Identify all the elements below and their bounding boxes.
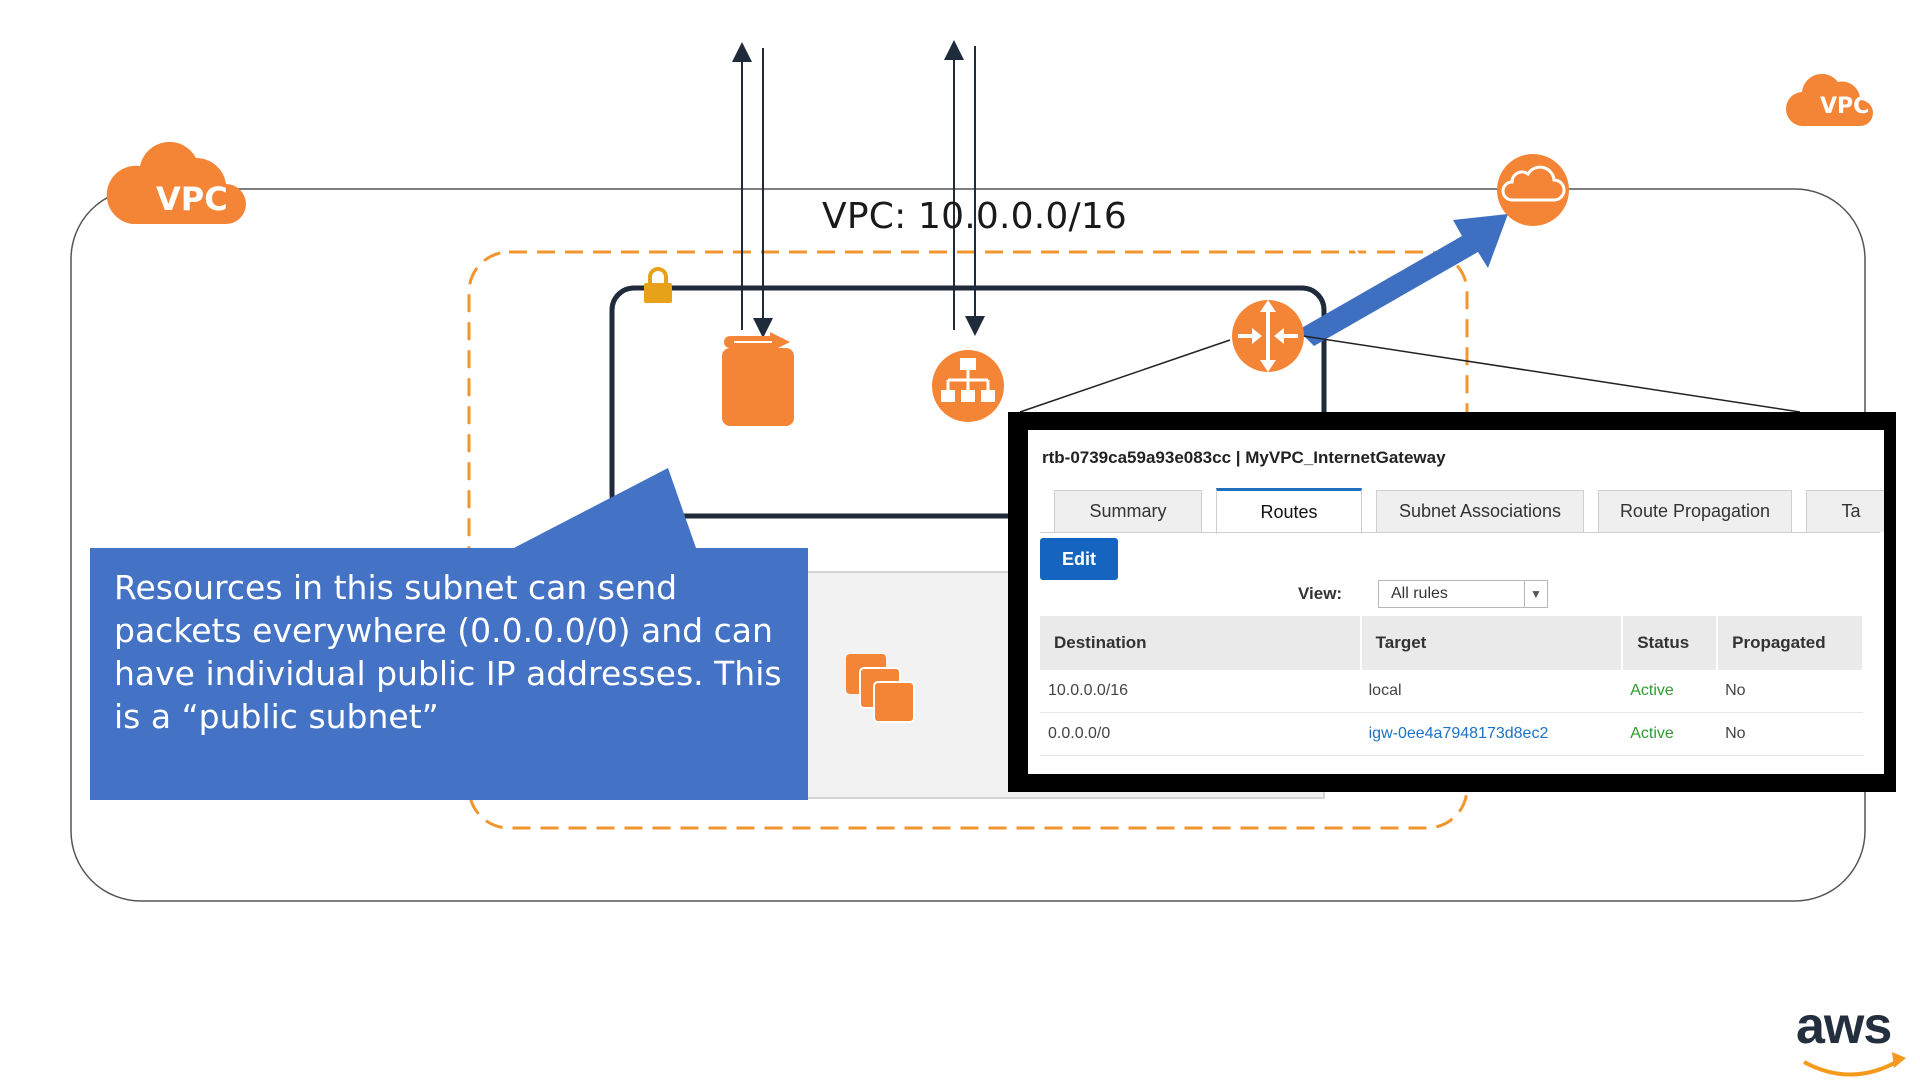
route-table-title: rtb-0739ca59a93e083cc | MyVPC_InternetGa… (1042, 448, 1446, 467)
row-propagated: No (1717, 712, 1863, 756)
route-arrow (1298, 214, 1508, 346)
table-row: 10.0.0.0/16 local Active No (1040, 670, 1863, 713)
tab-summary[interactable]: Summary (1054, 490, 1202, 532)
public-subnet-box (609, 285, 1327, 519)
column-header-status[interactable]: Status (1622, 616, 1719, 670)
column-header-destination[interactable]: Destination (1040, 616, 1362, 670)
chevron-down-icon: ▼ (1524, 581, 1547, 607)
routes-table: Destination Target Status Propagated 10.… (1040, 616, 1864, 756)
table-header-row: Destination Target Status Propagated (1040, 616, 1864, 670)
router-icon (1232, 300, 1304, 372)
view-label: View: (1298, 584, 1343, 603)
internet-gateway-icon (1497, 154, 1569, 226)
row-propagated: No (1717, 670, 1863, 713)
table-row: 0.0.0.0/0 igw-0ee4a7948173d8ec2 Active N… (1040, 712, 1863, 756)
tab-tags[interactable]: Ta (1806, 490, 1884, 532)
row-destination: 0.0.0.0/0 (1040, 712, 1361, 756)
tabs-divider (1040, 532, 1880, 533)
vpc-cloud-icon (106, 141, 247, 224)
zoom-line-left (1019, 339, 1231, 413)
vpc-cidr-label: VPC: 10.0.0.0/16 (822, 196, 1128, 237)
tab-route-propagation[interactable]: Route Propagation (1598, 490, 1792, 532)
column-header-target[interactable]: Target (1360, 616, 1624, 670)
row-destination: 10.0.0.0/16 (1040, 670, 1361, 713)
route-table-inner: rtb-0739ca59a93e083cc | MyVPC_InternetGa… (1028, 430, 1884, 774)
vpc-small-cloud-icon (1785, 73, 1873, 127)
tab-routes[interactable]: Routes (1216, 488, 1362, 534)
row-status: Active (1622, 670, 1718, 713)
view-select[interactable]: All rules ▼ (1378, 580, 1548, 608)
aws-logo-text: aws (1796, 997, 1892, 1055)
view-select-value: All rules (1391, 585, 1448, 602)
availability-zone-boundary (467, 250, 1469, 830)
callout-pointer (510, 468, 696, 550)
tab-subnet-associations[interactable]: Subnet Associations (1376, 490, 1584, 532)
route-table-tabs: Summary Routes Subnet Associations Route… (1054, 488, 1884, 534)
aws-logo-icon (1803, 1052, 1906, 1077)
load-balancer-icon (932, 350, 1004, 422)
callout: Resources in this subnet can send packet… (90, 548, 808, 800)
row-status: Active (1622, 712, 1718, 756)
vpc-icon-label: VPC (156, 180, 228, 218)
instance-icon (722, 332, 794, 426)
zoom-line-right (1289, 333, 1801, 413)
lock-icon (644, 267, 672, 303)
column-header-propagated[interactable]: Propagated (1717, 616, 1864, 670)
row-target: local (1360, 670, 1623, 713)
callout-text: Resources in this subnet can send packet… (114, 568, 782, 736)
row-target-link[interactable]: igw-0ee4a7948173d8ec2 (1360, 712, 1623, 756)
instances-group-icon (846, 654, 915, 723)
edit-button[interactable]: Edit (1040, 538, 1118, 580)
route-table-panel: rtb-0739ca59a93e083cc | MyVPC_InternetGa… (1008, 412, 1896, 792)
vpc-small-icon-label: VPC (1820, 94, 1870, 119)
